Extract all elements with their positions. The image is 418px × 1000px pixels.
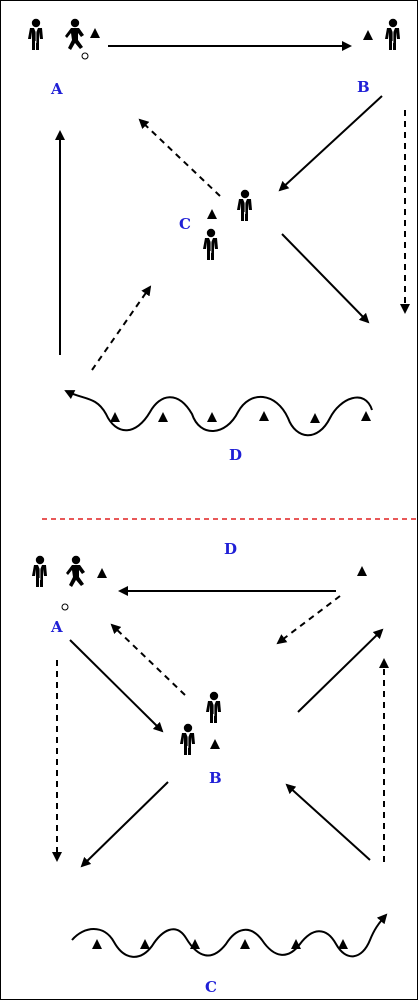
- cone-icon: [92, 939, 102, 949]
- slalom-path: [71, 913, 388, 958]
- cone-icon: [207, 209, 217, 219]
- arrow-a-to-b: [69, 639, 164, 733]
- dribbling-player-icon: [66, 555, 85, 587]
- label-top-d: D: [224, 540, 237, 558]
- dribbling-player-icon: [65, 18, 84, 50]
- top-drill: A B C D: [27, 18, 410, 464]
- arrow-to-c-dashed: [91, 285, 152, 371]
- label-b: B: [357, 78, 370, 96]
- player-icon: [384, 18, 401, 51]
- cone-icon: [210, 739, 220, 749]
- bottom-drill: D A B: [31, 540, 389, 996]
- arrow-c-to-a-dashed: [138, 118, 221, 197]
- label-d: D: [229, 446, 242, 464]
- player-icon: [27, 18, 44, 51]
- player-icon: [31, 555, 48, 588]
- label-a: A: [50, 618, 63, 636]
- arrow-b-to-a-dashed: [110, 623, 186, 696]
- cone-icon: [338, 939, 348, 949]
- arrow-c-out: [281, 233, 370, 324]
- player-icon: [205, 691, 222, 724]
- player-icon: [179, 723, 196, 756]
- arrow-to-right-top: [297, 628, 384, 713]
- arrow-b-to-c: [278, 95, 383, 192]
- cone-icon: [207, 412, 217, 422]
- cone-icon: [361, 411, 371, 421]
- cone-icon: [363, 30, 373, 40]
- label-c: C: [205, 978, 217, 996]
- slalom-path: [64, 390, 373, 437]
- ball-icon: [81, 52, 89, 60]
- arrow-to-center-dashed: [276, 595, 341, 645]
- cone-icon: [240, 939, 250, 949]
- label-b: B: [209, 769, 222, 787]
- label-c: C: [179, 215, 191, 233]
- cone-icon: [357, 566, 367, 576]
- cone-icon: [140, 939, 150, 949]
- ball-icon: [61, 603, 69, 611]
- cone-icon: [97, 568, 107, 578]
- cone-icon: [259, 411, 269, 421]
- label-a: A: [50, 80, 63, 98]
- player-icon: [236, 189, 253, 222]
- arrow-b-to-bottom-left: [80, 781, 169, 868]
- cone-icon: [190, 939, 200, 949]
- arrow-to-center: [285, 783, 371, 861]
- cone-icon: [158, 412, 168, 422]
- cone-icon: [110, 412, 120, 422]
- player-icon: [202, 228, 219, 261]
- cone-icon: [310, 413, 320, 423]
- cone-icon: [90, 28, 100, 38]
